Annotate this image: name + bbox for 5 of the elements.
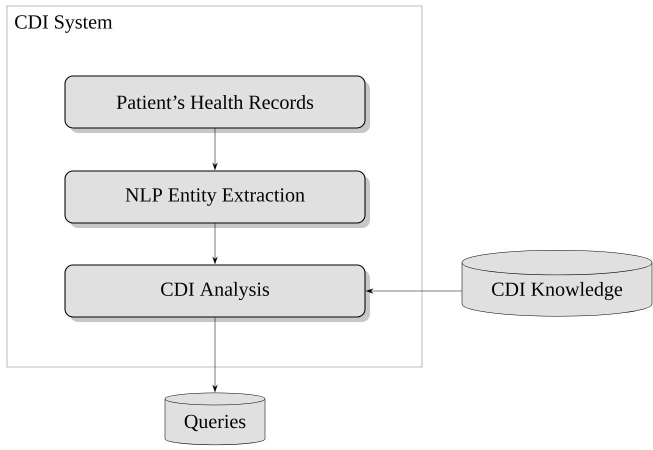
process-box: CDI Analysis	[64, 264, 370, 322]
database-cylinder: Queries	[164, 392, 266, 446]
process-box: Patient’s Health Records	[64, 75, 370, 133]
process-box: NLP Entity Extraction	[64, 170, 370, 228]
database-cylinder: CDI Knowledge	[462, 250, 652, 317]
